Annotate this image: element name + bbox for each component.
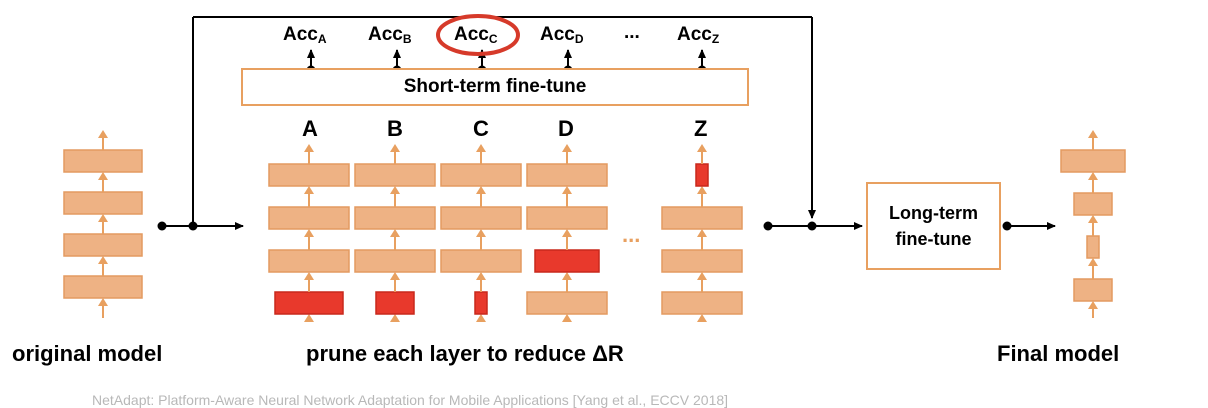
short-term-finetune-label: Short-term fine-tune: [403, 76, 587, 97]
column-b-arrow-3-head: [390, 314, 400, 322]
column-a-layer-0: [268, 163, 350, 187]
column-c-layer-0: [440, 163, 522, 187]
prune-label: prune each layer to reduce ΔR: [306, 341, 624, 366]
final-model-arrow-3-head: [1088, 301, 1098, 309]
acc-c-highlight: [436, 14, 520, 56]
final-model-label: Final model: [997, 341, 1120, 366]
acc-z-label: AccZ: [677, 24, 720, 46]
column-b-pruned-layer-3: [375, 291, 415, 315]
column-c-arrow-1-head: [476, 229, 486, 237]
original-model-arrow-1-head: [98, 214, 108, 222]
citation: NetAdapt: Platform-Aware Neural Network …: [92, 392, 729, 408]
final-model-arrow-top-head: [1088, 130, 1098, 138]
column-a-arrow-2-head: [304, 272, 314, 280]
final-model-layer-0: [1060, 149, 1126, 173]
column-d-layer-0: [526, 163, 608, 187]
column-b-layer-1: [354, 206, 436, 230]
long-term-finetune-box: Long-term fine-tune: [866, 182, 1001, 270]
column-b-arrow-1-head: [390, 229, 400, 237]
final-model-arrow-2-head: [1088, 258, 1098, 266]
column-d-pruned-layer-2: [534, 249, 600, 273]
column-z-layer-2: [661, 249, 743, 273]
original-model-arrow-2-head: [98, 256, 108, 264]
column-z-layer-1: [661, 206, 743, 230]
column-label-a: A: [302, 116, 318, 141]
final-model-layer-2: [1086, 235, 1100, 259]
column-label-z: Z: [694, 116, 708, 141]
column-label-b: B: [387, 116, 403, 141]
acc-d-label: AccD: [540, 24, 584, 46]
column-a-arrow-top-head: [304, 144, 314, 152]
final-model-arrow-0-head: [1088, 172, 1098, 180]
column-z-arrow-3-head: [697, 314, 707, 322]
original-model-arrow-3-head: [98, 298, 108, 306]
column-b-arrow-top-head: [390, 144, 400, 152]
column-c-arrow-2-head: [476, 272, 486, 280]
column-b-layer-2: [354, 249, 436, 273]
column-c-arrow-top-head: [476, 144, 486, 152]
column-c-arrow-0-head: [476, 186, 486, 194]
column-z-arrow-top-head: [697, 144, 707, 152]
column-b-layer-0: [354, 163, 436, 187]
column-d-arrow-top-head: [562, 144, 572, 152]
original-model-arrow-0-head: [98, 172, 108, 180]
column-z-arrow-0-head: [697, 186, 707, 194]
final-model-layer-1: [1073, 192, 1113, 216]
short-term-finetune-box: Short-term fine-tune: [241, 68, 749, 106]
column-d-arrow-3-head: [562, 314, 572, 322]
loop-return-dot: [807, 221, 817, 231]
columns-ellipsis: ...: [622, 222, 641, 247]
column-b-arrow-2-head: [390, 272, 400, 280]
original-model-layer-2: [63, 233, 143, 257]
acc-a-label: AccA: [283, 24, 327, 46]
column-a-arrow-0-head: [304, 186, 314, 194]
column-c-arrow-3-head: [476, 314, 486, 322]
column-d-arrow-2-head: [562, 272, 572, 280]
column-z-arrow-2-head: [697, 272, 707, 280]
original-model-layer-3: [63, 275, 143, 299]
column-z-layer-3: [661, 291, 743, 315]
column-a-layer-2: [268, 249, 350, 273]
long-term-label-line1: Long-term: [889, 203, 978, 223]
column-z-pruned-layer-0: [695, 163, 709, 187]
original-model-layer-0: [63, 149, 143, 173]
column-b-arrow-0-head: [390, 186, 400, 194]
acc-ellipsis: ...: [624, 22, 640, 43]
column-a-arrow-1-head: [304, 229, 314, 237]
column-a-layer-1: [268, 206, 350, 230]
column-c-pruned-layer-3: [474, 291, 488, 315]
column-label-d: D: [558, 116, 574, 141]
column-z-arrow-1-head: [697, 229, 707, 237]
column-a-arrow-3-head: [304, 314, 314, 322]
column-d-layer-1: [526, 206, 608, 230]
acc-b-label: AccB: [368, 24, 412, 46]
column-a-pruned-layer-3: [274, 291, 344, 315]
original-model-arrow-top-head: [98, 130, 108, 138]
column-label-c: C: [473, 116, 489, 141]
final-model-arrow-1-head: [1088, 215, 1098, 223]
layer-blocks: [63, 130, 1126, 322]
column-d-layer-3: [526, 291, 608, 315]
column-d-arrow-0-head: [562, 186, 572, 194]
original-model-label: original model: [12, 341, 163, 366]
long-term-label-line2: fine-tune: [895, 229, 972, 249]
original-model-layer-1: [63, 191, 143, 215]
acc-c-label: AccC: [454, 24, 498, 46]
column-c-layer-1: [440, 206, 522, 230]
column-d-arrow-1-head: [562, 229, 572, 237]
final-model-layer-3: [1073, 278, 1113, 302]
column-c-layer-2: [440, 249, 522, 273]
